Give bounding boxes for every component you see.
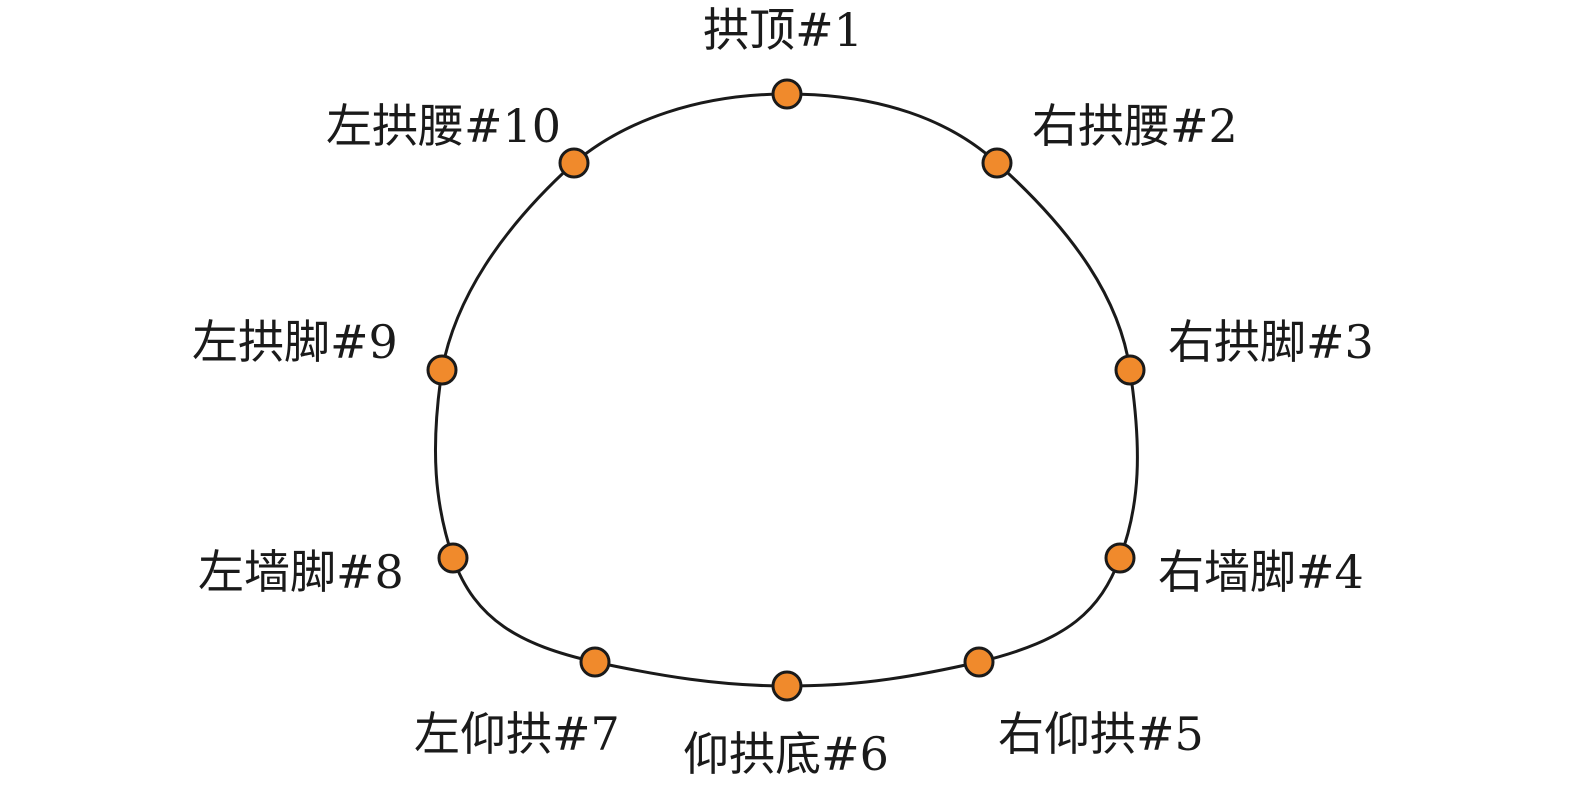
- measurement-point-3: [1114, 354, 1146, 386]
- label-point-3: 右拱脚#3: [1168, 315, 1374, 369]
- measurement-point-7: [579, 646, 611, 678]
- label-point-4: 右墙脚#4: [1158, 545, 1364, 599]
- label-point-1: 拱顶#1: [703, 3, 863, 57]
- measurement-point-6: [771, 670, 803, 702]
- label-point-7: 左仰拱#7: [414, 707, 620, 761]
- measurement-point-2: [981, 147, 1013, 179]
- label-point-6: 仰拱底#6: [683, 727, 889, 781]
- measurement-point-5: [963, 646, 995, 678]
- point-labels: 拱顶#1 右拱腰#2 右拱脚#3 右墙脚#4 右仰拱#5 仰拱底#6 左仰拱#7…: [192, 3, 1374, 781]
- label-point-5: 右仰拱#5: [998, 707, 1204, 761]
- label-point-9: 左拱脚#9: [192, 315, 398, 369]
- tunnel-outline: [433, 92, 1139, 688]
- measurement-point-10: [558, 147, 590, 179]
- measurement-point-9: [426, 354, 458, 386]
- measurement-point-1: [771, 78, 803, 110]
- measurement-points: [426, 78, 1146, 702]
- label-point-10: 左拱腰#10: [326, 99, 561, 153]
- label-point-8: 左墙脚#8: [198, 545, 404, 599]
- measurement-point-4: [1104, 542, 1136, 574]
- measurement-point-8: [437, 542, 469, 574]
- label-point-2: 右拱腰#2: [1032, 99, 1238, 153]
